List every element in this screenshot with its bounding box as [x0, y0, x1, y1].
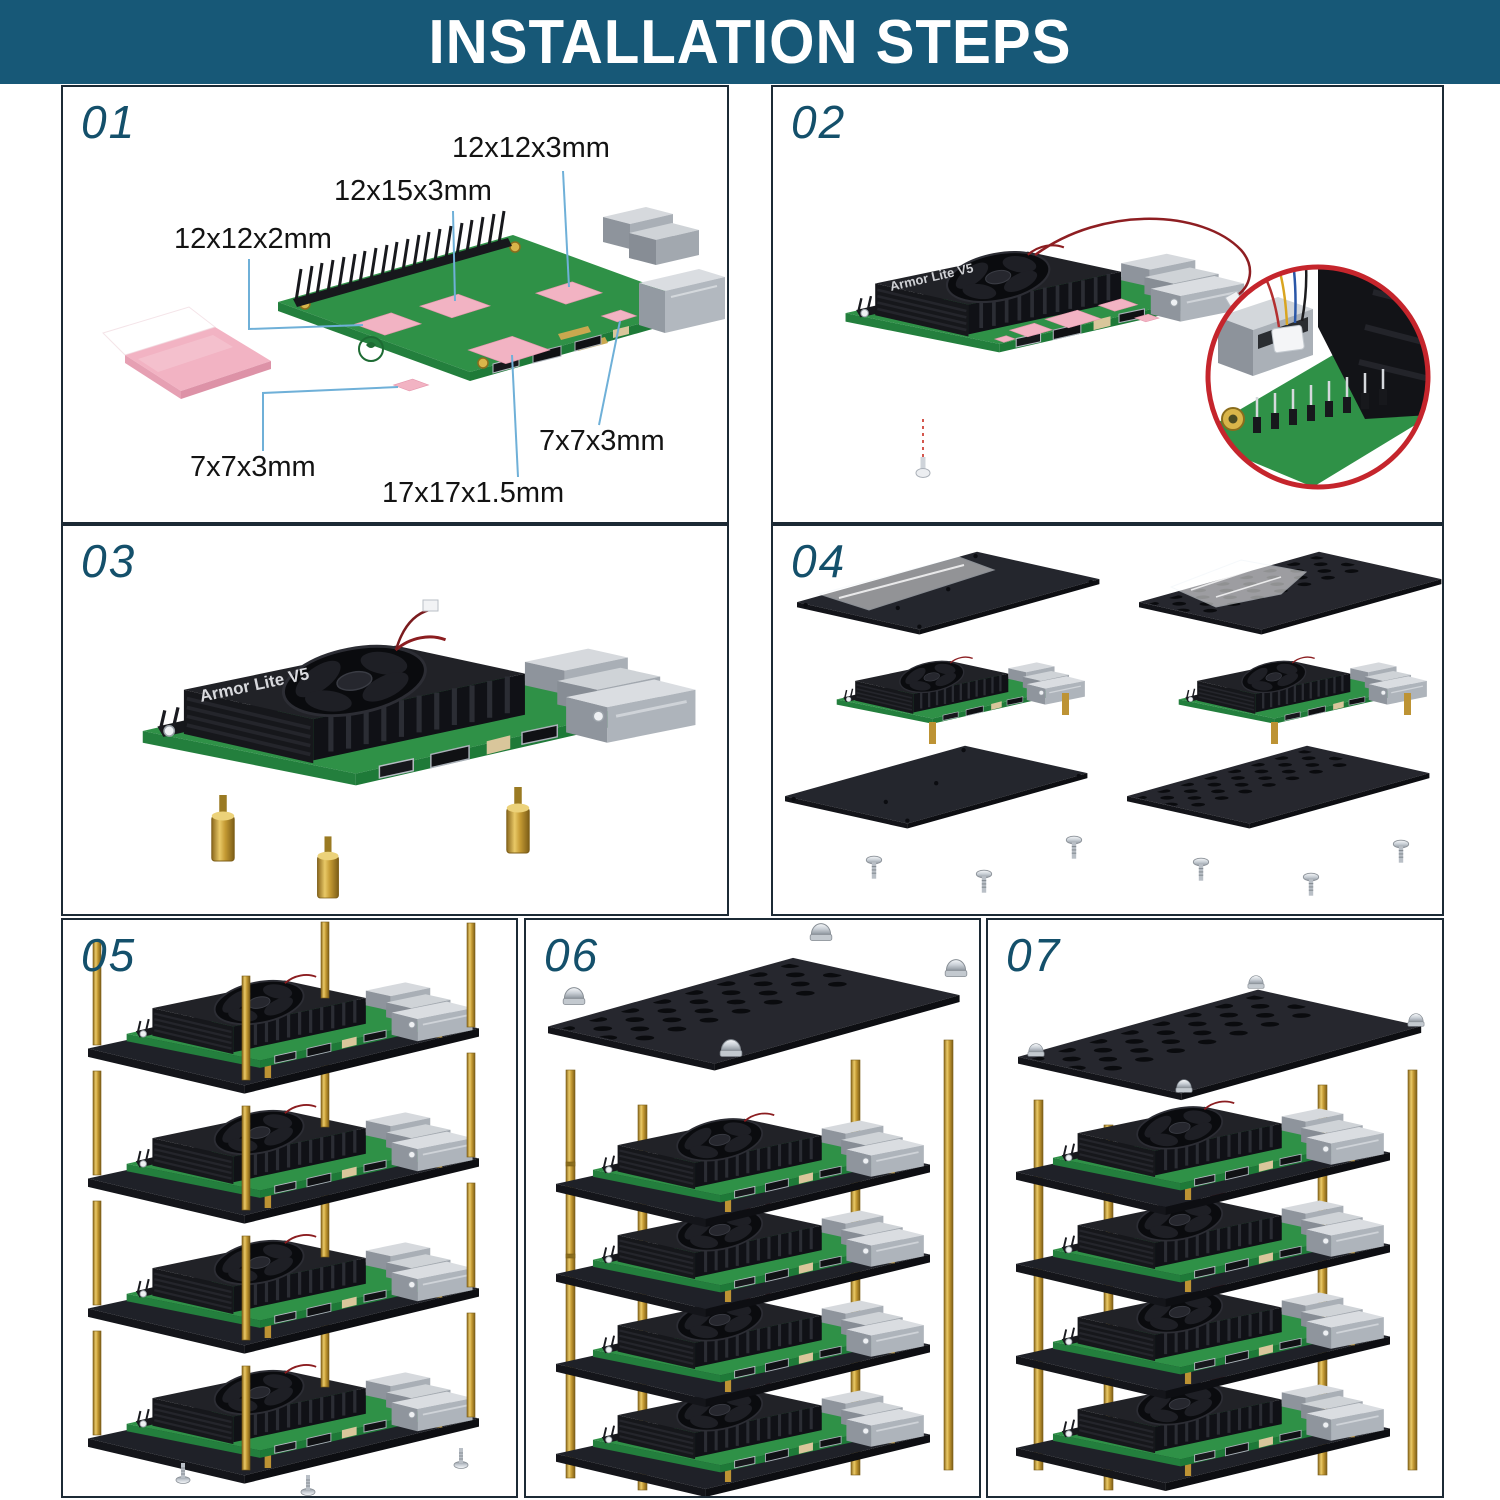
step05-illustration-stacking [63, 921, 516, 1496]
protective-film [102, 306, 217, 356]
brass-rod [943, 1039, 954, 1471]
cluster-stack [1016, 1101, 1390, 1491]
step-panel-03: 03 Armor Lite V5 [61, 524, 729, 916]
pi-with-heatsink [843, 242, 1246, 355]
thermal-pad-size-label: 7x7x3mm [190, 451, 316, 483]
stack-layer [1016, 1377, 1390, 1491]
step-panel-04: 04 [771, 524, 1444, 916]
vented-top-plate [548, 940, 960, 1071]
pi-with-heatsink [1177, 655, 1429, 725]
step06-illustration-top-plate [526, 923, 968, 1496]
stack-layer [88, 1364, 479, 1484]
fan-connector [1271, 324, 1305, 354]
step-number-01: 01 [81, 96, 137, 148]
protective-film [817, 556, 996, 611]
stack-layer [1016, 1285, 1390, 1399]
brass-rod [1407, 1069, 1418, 1471]
step-panel-02: 02 Armor Lite V5 [771, 85, 1444, 524]
stack-layer [88, 1104, 479, 1224]
step-number-03: 03 [81, 535, 137, 587]
stack-layer [88, 1234, 479, 1354]
plate-assembly-left [785, 551, 1100, 894]
pi-with-heatsink [143, 635, 696, 785]
stack-layer [1016, 1193, 1390, 1307]
step-number-06: 06 [544, 929, 600, 981]
header-bar: INSTALLATION STEPS [0, 0, 1500, 84]
step-panel-06: 06 [524, 918, 981, 1498]
ethernet-port [639, 269, 725, 333]
thermal-pad-size-label: 12x12x2mm [174, 223, 332, 255]
leader-lines [248, 170, 621, 478]
mounting-screws [865, 835, 1083, 894]
mounting-screws [1192, 839, 1410, 897]
gpio-header [293, 210, 512, 307]
cluster-stack [556, 1113, 930, 1496]
brass-rods [1033, 1084, 1328, 1491]
vented-top-plate [1018, 972, 1421, 1100]
protective-film [1169, 559, 1308, 608]
stack-layer [556, 1113, 930, 1227]
thermal-pad-size-label: 17x17x1.5mm [382, 477, 565, 509]
brass-standoffs [211, 786, 530, 899]
step-panel-05: 05 [61, 918, 518, 1498]
step-number-02: 02 [791, 96, 847, 148]
thermal-pads-on-board [353, 281, 638, 392]
thermal-pad-with-film [102, 306, 271, 399]
acrylic-bottom-plate [785, 745, 1088, 829]
raspberry-pi-board [278, 235, 705, 381]
brass-rods [92, 921, 476, 1081]
pi-with-heatsink [835, 655, 1087, 725]
stack-layer [1016, 1101, 1390, 1215]
zoom-inset-circle [1205, 264, 1431, 490]
vented-bottom-plate [1127, 733, 1429, 829]
step03-illustration-standoffs: Armor Lite V5 [63, 599, 727, 899]
stack-layer [556, 1293, 930, 1407]
stack-layer [88, 974, 479, 1094]
step-number-05: 05 [81, 929, 137, 981]
stack-layer [556, 1203, 930, 1317]
plate-assembly-right [1127, 539, 1441, 897]
step-panel-01: 01 [61, 85, 729, 524]
step07-illustration-finished-stack [988, 920, 1425, 1496]
thermal-pad-size-label: 7x7x3mm [539, 425, 665, 457]
fan-wire [394, 599, 439, 651]
gpio-pins [1253, 369, 1387, 433]
usb-ports [603, 207, 699, 265]
stack-layer [556, 1383, 930, 1496]
cluster-stack [88, 921, 479, 1484]
step-number-04: 04 [791, 535, 847, 587]
thermal-pads-on-board [993, 298, 1160, 343]
mounting-screw [915, 419, 931, 478]
raspberry-logo [358, 336, 384, 362]
step01-illustration-thermal-pads [102, 170, 725, 478]
step04-illustration-acrylic-plates [785, 526, 1442, 897]
thermal-pad-size-label: 12x12x3mm [452, 132, 610, 164]
step-panel-07: 07 [986, 918, 1444, 1498]
step02-illustration-heatsink-install: Armor Lite V5 [843, 217, 1431, 490]
step-number-07: 07 [1006, 929, 1062, 981]
page-title: INSTALLATION STEPS [428, 7, 1072, 77]
thermal-pad-size-label: 12x15x3mm [334, 175, 492, 207]
